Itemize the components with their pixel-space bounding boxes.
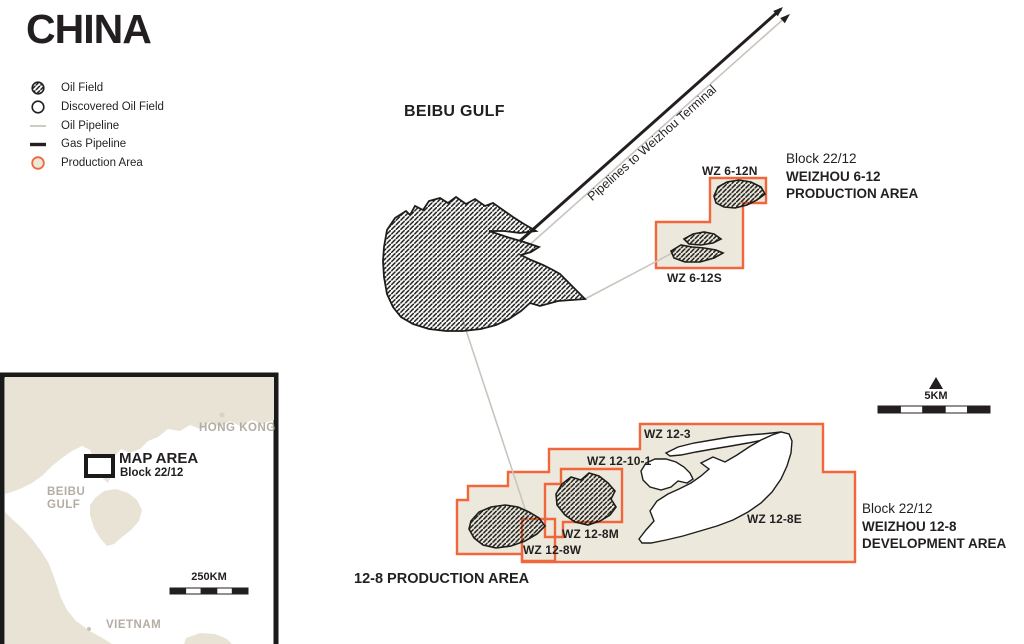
inset-scale-label: 250KM	[191, 571, 227, 583]
legend-label: Production Area	[61, 157, 143, 170]
area-name: WEIZHOU 6-12	[786, 168, 881, 184]
oil-field-wz12-8w	[468, 504, 547, 549]
gas-pipeline-arrow-icon	[773, 7, 783, 17]
main-scale-label: 5KM	[924, 390, 948, 402]
inset-china-coast	[5, 377, 274, 494]
beibu-gulf-label: BEIBU GULF	[404, 103, 505, 120]
production-area-12-8-label: 12-8 PRODUCTION AREA	[354, 571, 530, 587]
oil-field-wz6-12s-lower	[669, 244, 725, 263]
legend-label: Oil Field	[61, 82, 104, 95]
oil-pipeline-arrow-icon	[780, 14, 790, 24]
area-label-weizhou-6-12: Block 22/12 WEIZHOU 6-12 PRODUCTION AREA	[786, 150, 918, 203]
oil-field-icon	[30, 81, 46, 95]
field-label-wz12-8w: WZ 12-8W	[523, 543, 582, 557]
field-label-wz6-12n: WZ 6-12N	[702, 164, 758, 178]
field-label-wz12-8e: WZ 12-8E	[747, 512, 802, 526]
legend-row-oil-pipeline: Oil Pipeline	[30, 116, 164, 135]
area-label-weizhou-12-8: Block 22/12 WEIZHOU 12-8 DEVELOPMENT ARE…	[862, 500, 1006, 553]
discovered-oil-field-icon	[30, 100, 46, 114]
block-number: Block 22/12	[862, 501, 933, 516]
oil-pipeline-icon	[30, 124, 46, 128]
gas-pipeline-icon	[30, 142, 46, 147]
inset-map-area-rect	[84, 454, 115, 478]
legend-row-gas-pipeline: Gas Pipeline	[30, 135, 164, 154]
production-box-12-8m	[543, 467, 624, 539]
inset-island-dot	[87, 627, 91, 631]
discovered-field-wz12-10-1	[640, 458, 694, 491]
field-label-wz12-10-1: WZ 12-10-1	[587, 454, 652, 468]
inset-block-label: Block 22/12	[120, 467, 184, 479]
inset-beibu-line: BEIBU	[47, 486, 86, 498]
oil-pipeline-line	[525, 14, 789, 249]
oil-pipeline-to-wz12-8w	[461, 317, 532, 528]
inset-vietnam-coast	[5, 512, 112, 644]
inset-vietnam-label: VIETNAM	[106, 619, 162, 631]
legend-row-production-area: Production Area	[30, 154, 164, 173]
inset-map-area-label: MAP AREA	[119, 450, 199, 467]
discovered-field-wz12-8e	[638, 431, 793, 544]
field-label-wz12-8m: WZ 12-8M	[562, 527, 619, 541]
inset-map	[0, 372, 279, 644]
oil-field-wz6-12s-upper	[682, 231, 723, 246]
gas-pipeline-line	[519, 7, 782, 243]
legend-label: Discovered Oil Field	[61, 101, 164, 114]
inset-beibu-gulf-label: BEIBU GULF	[47, 486, 85, 512]
oil-pipeline-to-wz6-12s	[584, 250, 677, 300]
legend-row-oil-field: Oil Field	[30, 79, 164, 98]
production-area-icon	[30, 156, 46, 170]
inset-gulf-line: GULF	[47, 499, 81, 511]
inset-scale-bar	[169, 587, 249, 595]
area-type: PRODUCTION AREA	[786, 186, 919, 201]
legend-row-discovered-oil-field: Discovered Oil Field	[30, 98, 164, 117]
block-number: Block 22/12	[786, 151, 857, 166]
legend-label: Gas Pipeline	[61, 138, 127, 151]
inset-hong-kong-label: HONG KONG	[199, 422, 276, 434]
legend-label: Oil Pipeline	[61, 119, 120, 132]
page-title: CHINA	[26, 6, 152, 52]
legend: Oil Field Discovered Oil Field Oil Pipel…	[30, 79, 164, 172]
inset-hong-kong-dot	[219, 412, 225, 418]
area-name: WEIZHOU 12-8	[862, 518, 957, 534]
area-type: DEVELOPMENT AREA	[862, 536, 1007, 551]
main-scale-bar	[877, 405, 991, 414]
inset-south-land	[184, 633, 232, 644]
field-label-wz12-3: WZ 12-3	[644, 427, 691, 441]
inset-hainan-island	[90, 489, 142, 546]
weizhou-island-oil-field	[382, 195, 588, 332]
north-arrow-icon	[929, 377, 943, 389]
field-label-wz6-12s: WZ 6-12S	[667, 271, 722, 285]
oil-field-wz6-12n	[713, 179, 767, 209]
oil-field-wz12-8m	[555, 472, 617, 526]
